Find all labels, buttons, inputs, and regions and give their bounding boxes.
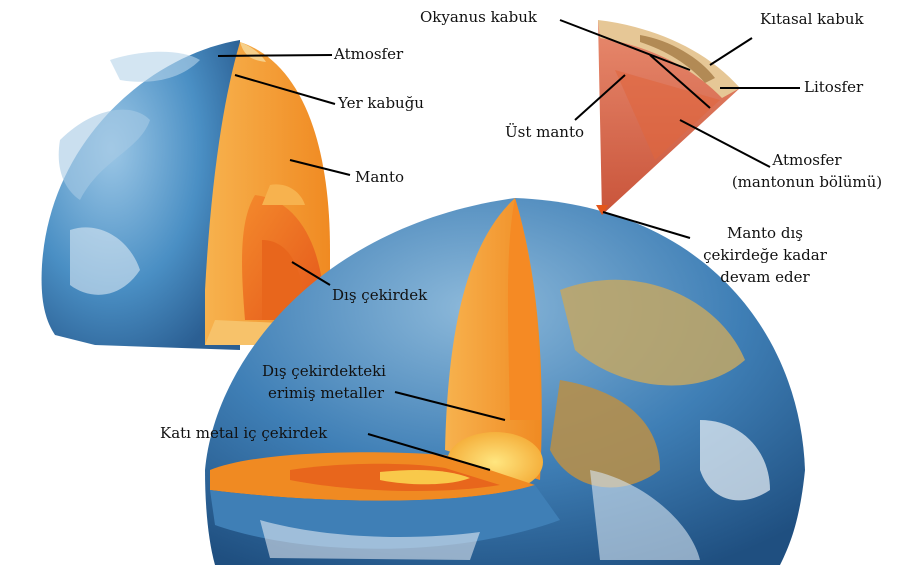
label-dis-cekirdek: Dış çekirdek [332,286,427,305]
label-kati-metal: Katı metal iç çekirdek [160,424,327,443]
line-atmosfer [218,55,332,56]
label-dis-cekirdekteki-2: erimiş metaller [268,384,384,403]
line-kitasal-kabuk [710,38,752,65]
label-kitasal-kabuk: Kıtasal kabuk [760,10,864,29]
label-litosfer: Litosfer [804,78,863,97]
label-manto-dis-2: çekirdeğe kadar [690,246,840,265]
label-manto-dis-1: Manto dış [690,224,840,243]
label-manto-dis-3: devam eder [690,268,840,287]
left-globe [42,40,330,350]
label-manto: Manto [355,168,404,187]
label-atmosfer-left: Atmosfer [334,45,403,64]
label-okyanus-kabuk: Okyanus kabuk [420,8,537,27]
label-atmosfer-mantonun-1: Atmosfer [712,151,902,170]
label-yer-kabugu: Yer kabuğu [338,94,424,113]
label-dis-cekirdekteki-1: Dış çekirdekteki [262,362,386,381]
label-atmosfer-mantonun-2: (mantonun bölümü) [712,173,902,192]
label-ust-manto: Üst manto [505,123,584,142]
